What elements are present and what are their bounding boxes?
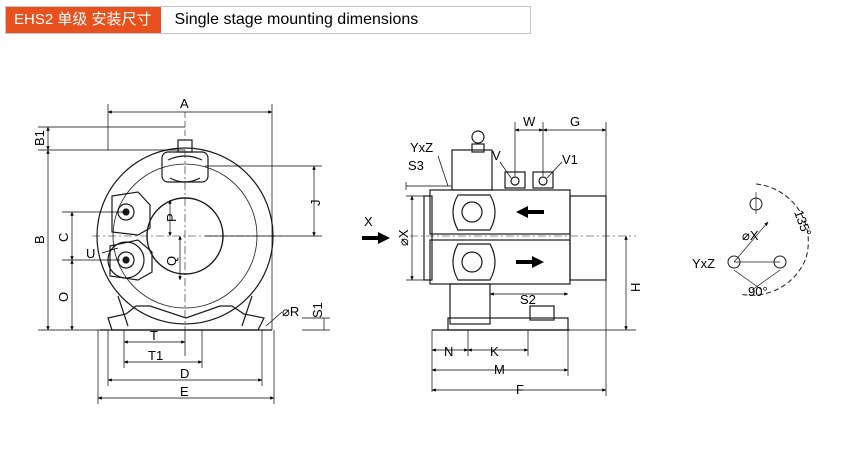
label-p: P <box>164 213 179 222</box>
label-u: U <box>86 246 95 261</box>
label-m: M <box>494 362 505 377</box>
label-k: K <box>490 344 499 359</box>
flange-view <box>727 183 809 296</box>
label-o: O <box>56 292 71 302</box>
label-s2: S2 <box>520 292 536 307</box>
front-labels: A B1 B C O U J P Q T T1 D E ⌀R S1 <box>32 96 325 399</box>
label-s1: S1 <box>310 302 325 318</box>
label-yxz-side: YxZ <box>410 140 433 155</box>
upper-chamber <box>429 189 571 235</box>
lower-chamber <box>429 239 571 285</box>
side-view <box>410 130 636 331</box>
label-a: A <box>180 96 189 111</box>
label-v1: V1 <box>562 152 578 167</box>
label-c: C <box>56 233 71 242</box>
flange-labels: 135° ⌀X YxZ 90° <box>692 208 814 299</box>
side-terminal-box <box>451 149 493 191</box>
label-b1: B1 <box>32 130 47 146</box>
label-x-arrow: X <box>364 214 373 229</box>
label-w: W <box>523 114 536 129</box>
label-v: V <box>492 148 501 163</box>
base-foot <box>107 305 265 331</box>
label-b: B <box>32 235 47 244</box>
header-title: Single stage mounting dimensions <box>174 11 419 28</box>
bolt-hole-left <box>727 255 741 269</box>
bolt-hole-right <box>773 255 787 269</box>
label-t1: T1 <box>148 348 163 363</box>
label-angle-135: 135° <box>791 208 814 238</box>
side-labels: YxZ S3 V W G V1 X ⌀X H S2 N K M F <box>364 114 643 397</box>
label-e: E <box>180 384 189 399</box>
label-t: T <box>150 328 158 343</box>
label-d: D <box>180 366 189 381</box>
section-header: EHS2 单级 安装尺寸 Single stage mounting dimen… <box>5 6 531 34</box>
label-g: G <box>570 114 580 129</box>
label-n: N <box>444 344 453 359</box>
lifting-eye <box>471 130 485 144</box>
label-yxz-flange: YxZ <box>692 256 715 271</box>
label-j: J <box>308 200 323 207</box>
model-tag: EHS2 单级 安装尺寸 <box>6 7 161 33</box>
front-dimensions <box>38 104 330 404</box>
side-dimensions <box>405 122 636 396</box>
bolt-circle-arc <box>739 183 809 296</box>
inlet-plate <box>111 191 151 236</box>
side-flow-arrows <box>362 206 544 268</box>
label-s3: S3 <box>408 158 424 173</box>
label-r: ⌀R <box>282 304 299 319</box>
label-h: H <box>628 283 643 292</box>
label-f: F <box>516 382 524 397</box>
front-view <box>92 112 282 331</box>
label-x-dia-flange: ⌀X <box>742 228 759 243</box>
label-q: Q <box>164 256 179 266</box>
bolt-hole-top <box>749 197 763 211</box>
label-angle-90: 90° <box>748 284 768 299</box>
label-x-dia: ⌀X <box>396 229 411 246</box>
